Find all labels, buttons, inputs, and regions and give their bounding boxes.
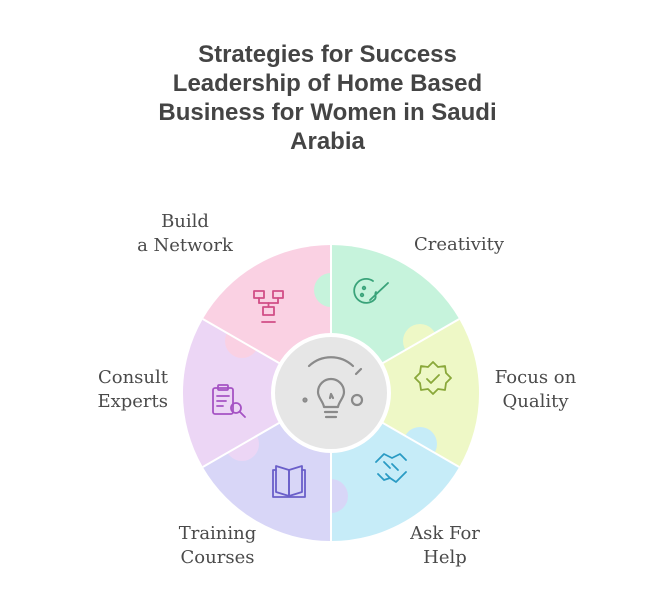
clipboard-search-icon (212, 384, 246, 418)
badge-check-icon (414, 361, 452, 395)
network-icon (253, 290, 284, 323)
diagram-title: Strategies for Success Leadership of Hom… (0, 40, 655, 156)
segment-consult-experts (182, 319, 331, 467)
book-open-icon (272, 465, 306, 498)
segment-focus-on-quality (331, 319, 480, 467)
title-line: Business for Women in Saudi (158, 99, 497, 126)
label-training-courses: Training Courses (178, 523, 257, 568)
label-creativity: Creativity (414, 234, 505, 255)
title-line: Strategies for Success (198, 41, 457, 68)
label-ask-for-help: Ask For Help (410, 523, 480, 568)
label-focus-on-quality: Focus on Quality (494, 367, 577, 412)
label-build-a-network: Build a Network (137, 211, 233, 256)
title-line: Arabia (290, 128, 365, 155)
label-consult-experts: Consult Experts (97, 367, 168, 412)
title-line: Leadership of Home Based (172, 70, 483, 97)
lightbulb-idea-icon (302, 356, 364, 419)
handshake-icon (375, 453, 407, 483)
paint-palette-icon (353, 278, 389, 304)
